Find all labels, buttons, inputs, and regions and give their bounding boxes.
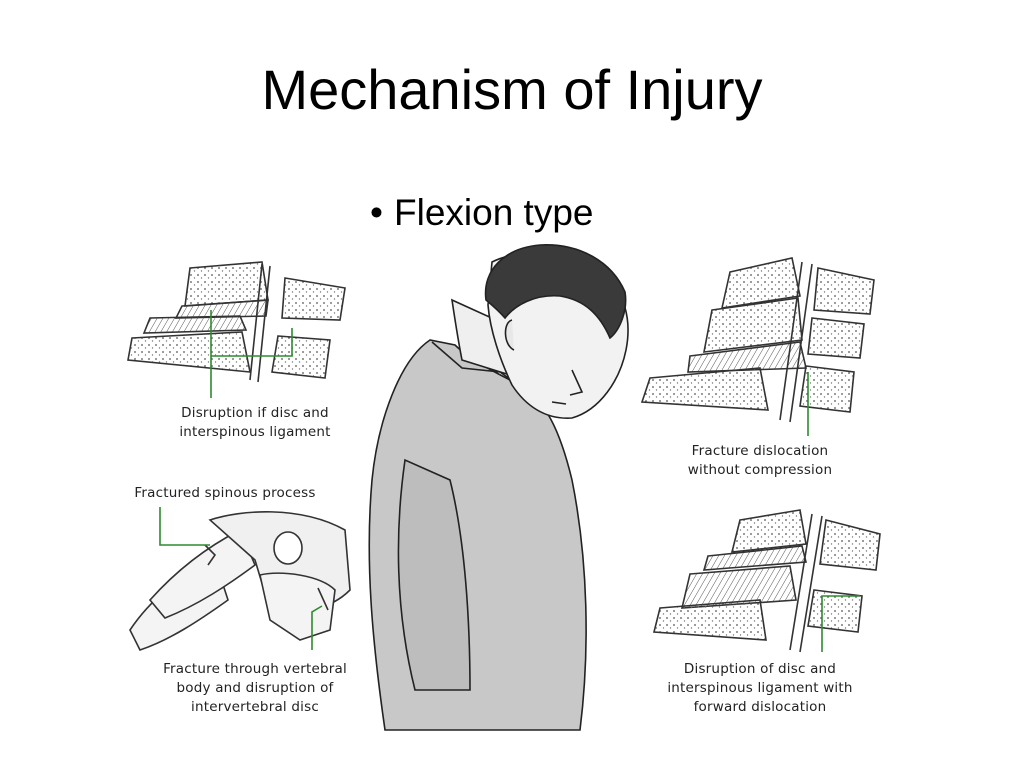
bullet-marker: • — [370, 192, 383, 233]
caption-line: body and disruption of — [176, 680, 334, 696]
caption-line: interspinous ligament — [179, 424, 331, 440]
caption-line: Fractured spinous process — [134, 485, 316, 501]
caption-line: Disruption if disc and — [181, 405, 329, 421]
slide-title: Mechanism of Injury — [261, 58, 763, 121]
caption-line: intervertebral disc — [191, 699, 319, 715]
caption-vertebral-fracture: Fracture through vertebral body and disr… — [140, 660, 370, 717]
caption-line: forward dislocation — [693, 699, 827, 715]
bullet-item: • Flexion type — [370, 194, 594, 231]
caption-disc-disruption: Disruption if disc and interspinous liga… — [140, 404, 370, 442]
caption-fractured-spinous-process: Fractured spinous process — [110, 484, 340, 503]
person-figure — [368, 244, 629, 731]
caption-line: interspinous ligament with — [667, 680, 853, 696]
caption-line: without compression — [687, 462, 833, 478]
caption-forward-dislocation: Disruption of disc and interspinous liga… — [650, 660, 870, 717]
caption-fracture-dislocation: Fracture dislocation without compression — [650, 442, 870, 480]
caption-line: Disruption of disc and — [683, 661, 837, 677]
spine-diagram-top-left — [127, 261, 346, 398]
caption-line: Fracture through vertebral — [163, 661, 347, 677]
spine-diagram-top-right — [640, 257, 875, 436]
spine-diagram-bottom-left — [129, 507, 351, 651]
caption-line: Fracture dislocation — [691, 443, 829, 459]
spine-diagram-bottom-right — [652, 509, 881, 653]
bullet-text: Flexion type — [394, 192, 594, 233]
